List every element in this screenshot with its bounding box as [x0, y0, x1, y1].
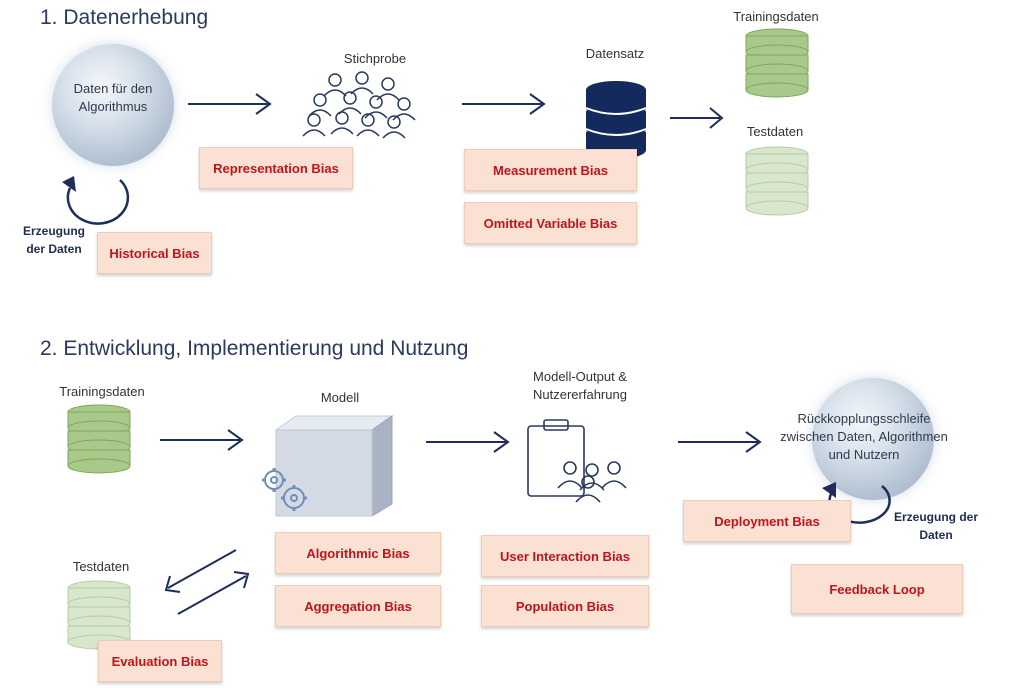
- testdaten-label: Testdaten: [746, 124, 804, 139]
- section-2-title: 2. Entwicklung, Implementierung und Nutz…: [40, 337, 469, 360]
- bias-deployment: Deployment Bias: [683, 500, 851, 542]
- test-database-icon: [745, 146, 809, 216]
- clipboard-users-icon: [527, 419, 627, 503]
- bias-measurement: Measurement Bias: [464, 149, 637, 191]
- training-database-icon: [745, 28, 809, 98]
- arrow-right-icon: [188, 93, 272, 115]
- globe-icon: [812, 378, 934, 500]
- section-1-title: 1. Datenerhebung: [40, 6, 209, 29]
- stichprobe-label: Stichprobe: [343, 51, 407, 66]
- training-database-icon: [67, 404, 131, 474]
- arrow-right-icon: [678, 431, 762, 453]
- globe-data-label: Daten für den Algorithmus: [73, 81, 153, 115]
- bias-aggregation: Aggregation Bias: [275, 585, 441, 627]
- bias-feedback-loop: Feedback Loop: [791, 564, 963, 614]
- bias-historical: Historical Bias: [97, 232, 212, 274]
- feedback-globe-label: Rückkopplungsschleife zwischen Daten, Al…: [780, 411, 948, 463]
- bias-algorithmic: Algorithmic Bias: [275, 532, 441, 574]
- bias-representation: Representation Bias: [199, 147, 353, 189]
- arrow-right-icon: [462, 93, 546, 115]
- modell-output-label: Modell-Output & Nutzererfahrung: [533, 369, 627, 402]
- bias-population: Population Bias: [481, 585, 649, 627]
- bias-evaluation: Evaluation Bias: [98, 640, 222, 682]
- datensatz-label: Datensatz: [585, 46, 645, 61]
- erzeugung-label: Erzeugung der Daten: [23, 224, 85, 256]
- testdaten-label-2: Testdaten: [72, 559, 130, 574]
- trainingsdaten-label: Trainingsdaten: [733, 9, 819, 24]
- modell-label: Modell: [320, 390, 360, 405]
- bias-user-interaction: User Interaction Bias: [481, 535, 649, 577]
- model-cube-icon: [262, 415, 394, 517]
- trainingsdaten-label-2: Trainingsdaten: [59, 384, 145, 399]
- exchange-arrows-icon: [164, 549, 250, 615]
- arrow-right-icon: [670, 107, 724, 129]
- erzeugung-label-2: Erzeugung der Daten: [894, 510, 979, 542]
- arrow-right-icon: [160, 429, 244, 451]
- globe-icon: [52, 44, 174, 166]
- people-group-icon: [302, 71, 416, 139]
- cycle-arrow-icon: [62, 176, 130, 225]
- arrow-right-icon: [426, 431, 510, 453]
- bias-omitted-variable: Omitted Variable Bias: [464, 202, 637, 244]
